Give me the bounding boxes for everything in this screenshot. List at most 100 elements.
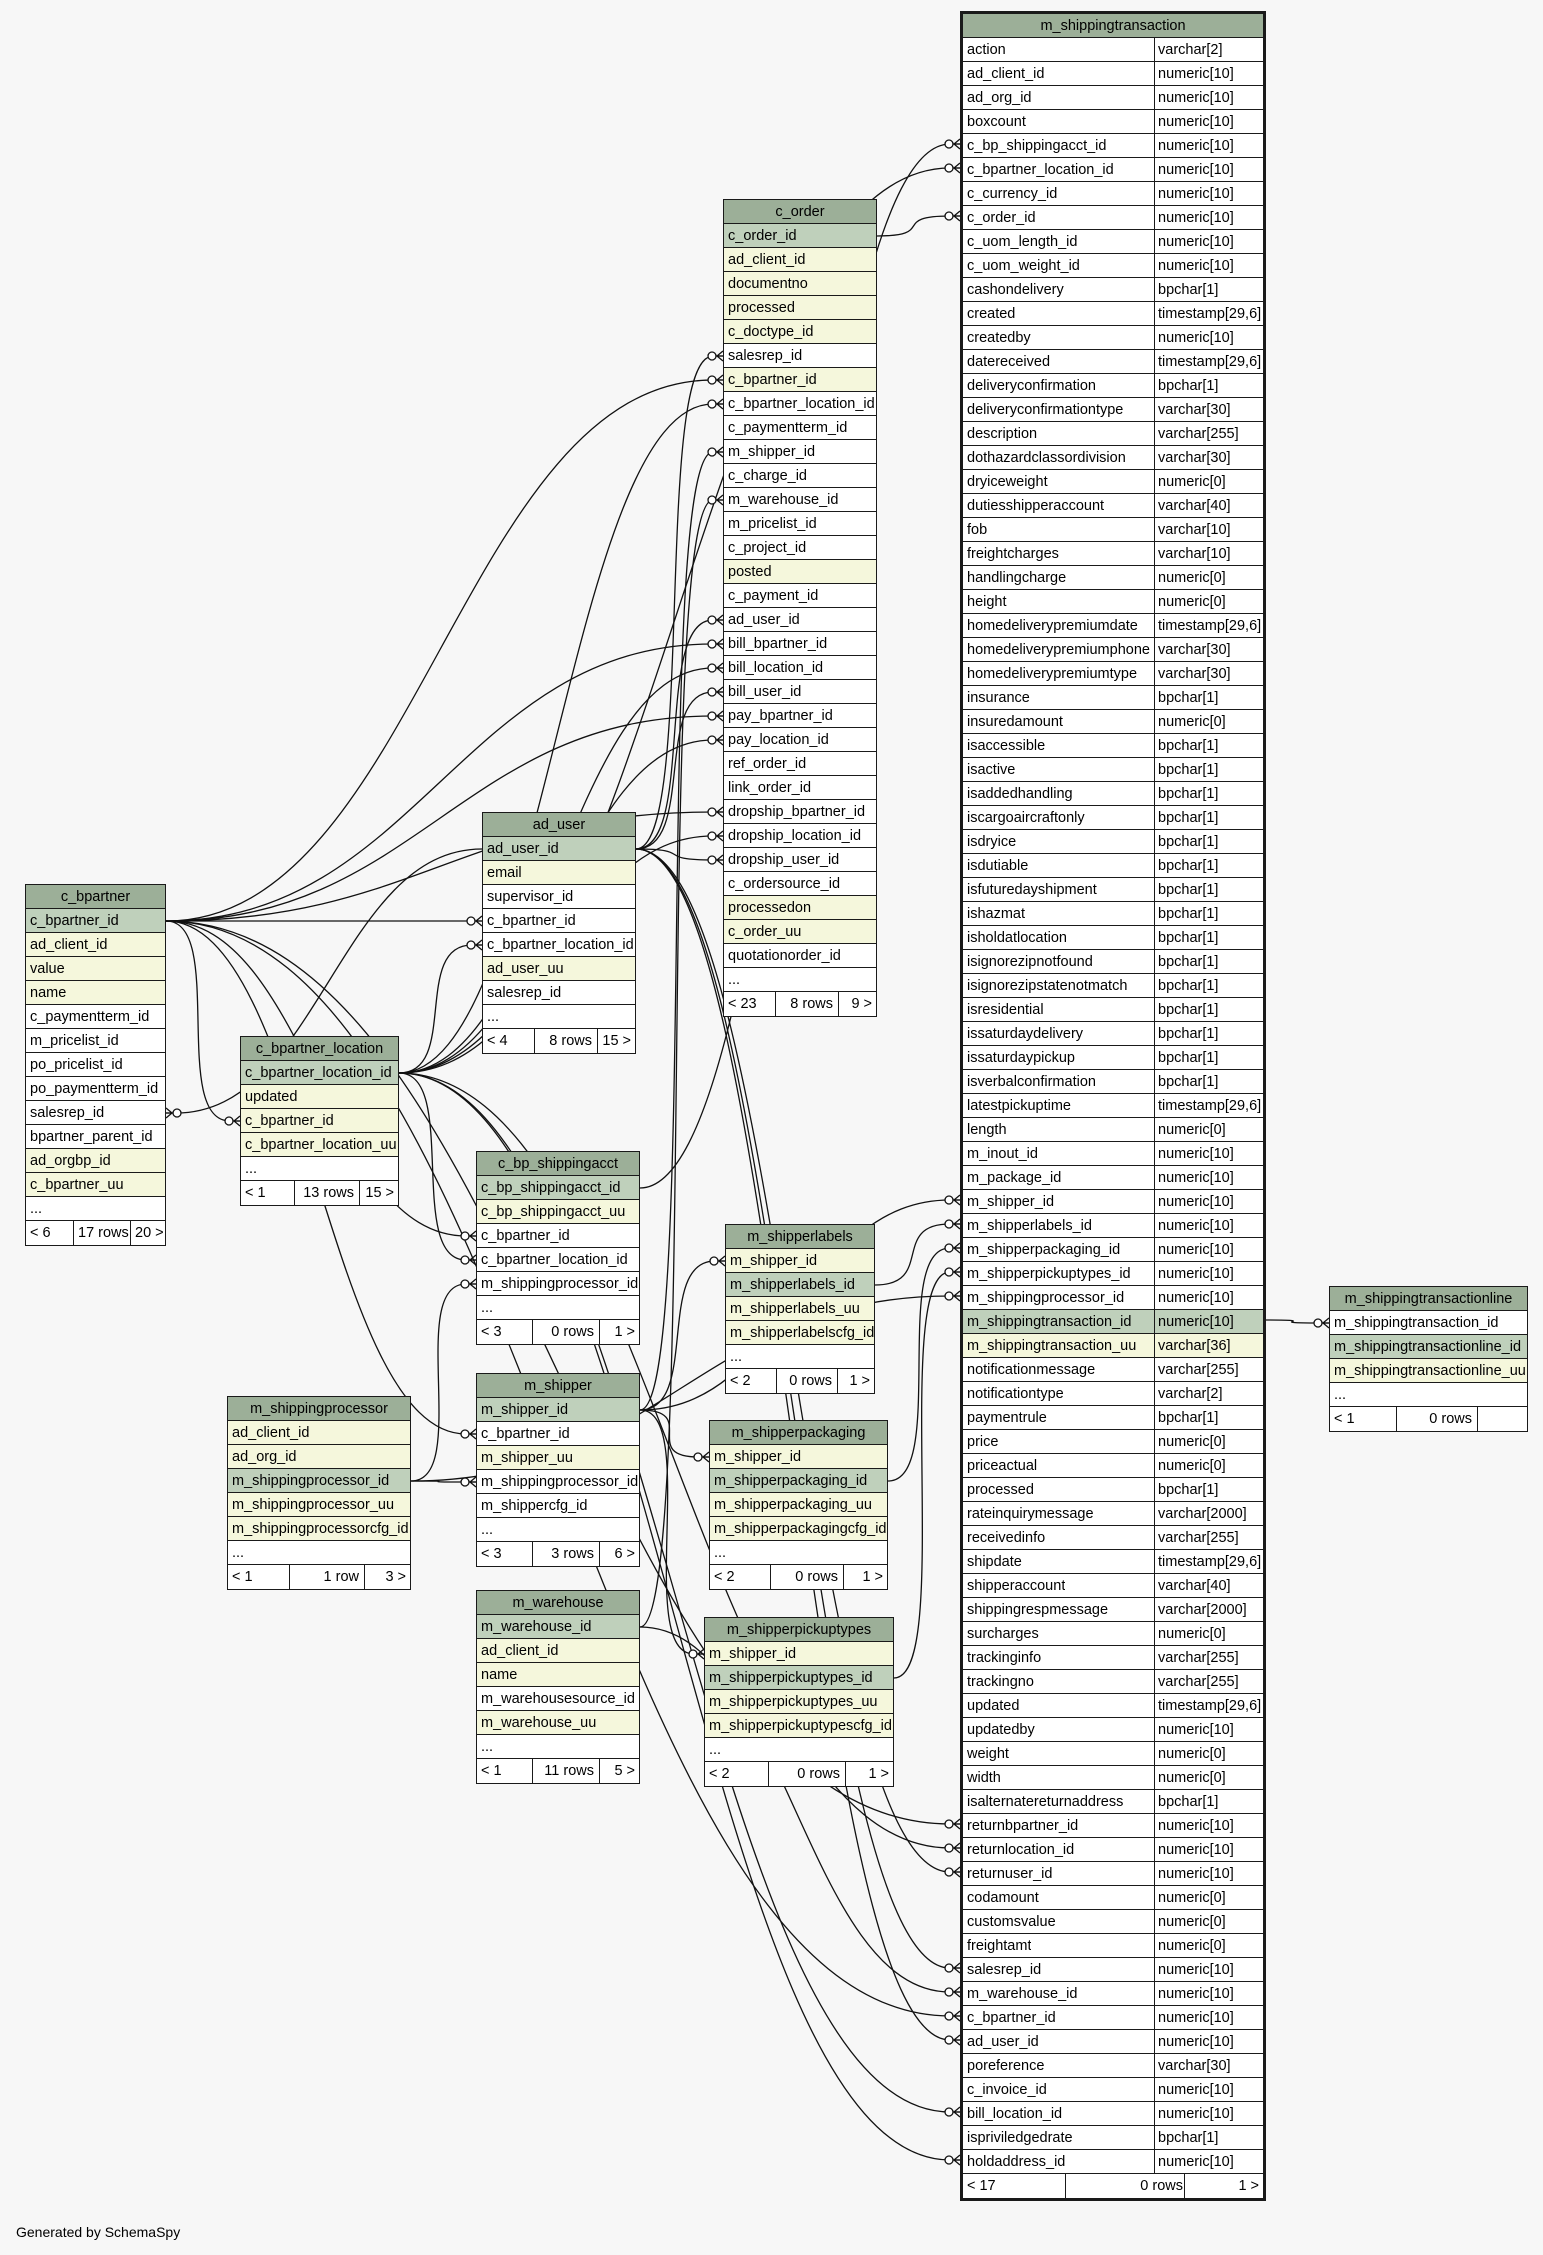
table-title[interactable]: m_shipperlabels (726, 1225, 874, 1249)
column-row[interactable]: processed (724, 296, 876, 320)
column-row[interactable]: c_doctype_id (724, 320, 876, 344)
column-row[interactable]: ad_user_id (483, 837, 635, 861)
row-count[interactable]: 0 rows (776, 1369, 836, 1393)
children-link[interactable]: 9 > (838, 992, 876, 1016)
children-link[interactable]: 1 > (837, 1369, 874, 1393)
column-row[interactable]: m_shipperlabelscfg_id (726, 1321, 874, 1345)
parents-link[interactable]: < 1 (245, 1185, 266, 1201)
table-title[interactable]: c_order (724, 200, 876, 224)
table-title[interactable]: c_bp_shippingacct (477, 1152, 639, 1176)
column-row[interactable]: c_bpartner_uu (26, 1173, 165, 1197)
column-row[interactable]: c_bpartner_location_uu (241, 1133, 398, 1157)
column-row[interactable]: ... (477, 1735, 639, 1759)
column-row[interactable]: po_paymentterm_id (26, 1077, 165, 1101)
column-row[interactable]: ad_client_id (26, 933, 165, 957)
column-row[interactable]: c_ordersource_id (724, 872, 876, 896)
column-row[interactable]: m_shippingprocessor_id (477, 1272, 639, 1296)
column-row[interactable]: m_shipperpackaging_id (710, 1469, 887, 1493)
parents-link[interactable]: < 3 (481, 1546, 502, 1562)
children-link[interactable]: 15 > (359, 1181, 398, 1205)
column-row[interactable]: po_pricelist_id (26, 1053, 165, 1077)
column-row[interactable]: c_order_uu (724, 920, 876, 944)
column-row[interactable]: ... (1330, 1383, 1527, 1407)
row-count[interactable]: 0 rows (1396, 1407, 1476, 1431)
column-row[interactable]: c_bpartner_id (724, 368, 876, 392)
row-count[interactable]: 17 rows (73, 1221, 129, 1245)
column-row[interactable]: ad_client_id (228, 1421, 410, 1445)
row-count[interactable]: 3 rows (532, 1542, 598, 1566)
parents-link[interactable]: < 23 (728, 996, 757, 1012)
row-count[interactable]: 0 rows (770, 1565, 842, 1589)
column-row[interactable]: ... (241, 1157, 398, 1181)
column-row[interactable]: ad_client_id (477, 1639, 639, 1663)
column-row[interactable]: dropship_location_id (724, 824, 876, 848)
column-row[interactable]: m_shipper_id (724, 440, 876, 464)
column-row[interactable]: c_project_id (724, 536, 876, 560)
children-link[interactable] (1477, 1407, 1527, 1431)
column-row[interactable]: ad_user_id (724, 608, 876, 632)
parents-link[interactable]: < 4 (487, 1033, 508, 1049)
column-row[interactable]: m_shipperpackagingcfg_id (710, 1517, 887, 1541)
column-row[interactable]: name (477, 1663, 639, 1687)
column-row[interactable]: pay_bpartner_id (724, 704, 876, 728)
column-row[interactable]: m_pricelist_id (724, 512, 876, 536)
column-row[interactable]: bill_user_id (724, 680, 876, 704)
column-row[interactable]: pay_location_id (724, 728, 876, 752)
table-title[interactable]: m_shippingtransaction (963, 14, 1263, 38)
column-row[interactable]: m_shipperpickuptypes_uu (705, 1690, 893, 1714)
parents-link[interactable]: < 2 (714, 1569, 735, 1585)
column-row[interactable]: m_shipper_uu (477, 1446, 639, 1470)
column-row[interactable]: c_bpartner_id (477, 1224, 639, 1248)
column-row[interactable]: c_bpartner_id (483, 909, 635, 933)
column-row[interactable]: ... (724, 968, 876, 992)
column-row[interactable]: c_bpartner_id (477, 1422, 639, 1446)
row-count[interactable]: 8 rows (775, 992, 837, 1016)
children-link[interactable]: 1 > (1184, 2174, 1263, 2198)
column-row[interactable]: m_shipperpackaging_uu (710, 1493, 887, 1517)
column-row[interactable]: ... (710, 1541, 887, 1565)
column-row[interactable]: m_shipper_id (477, 1398, 639, 1422)
column-row[interactable]: ... (477, 1518, 639, 1542)
